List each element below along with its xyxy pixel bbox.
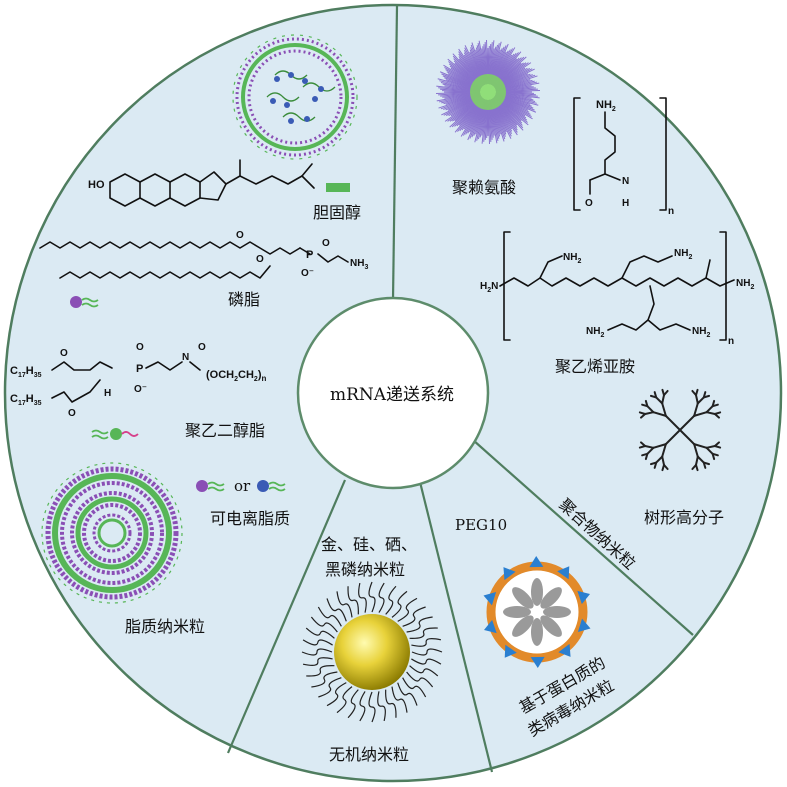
label-peg-lipid: 聚乙二醇脂: [185, 421, 265, 440]
chem-h2n: H2N: [480, 281, 498, 294]
chem-o-5: O: [68, 408, 76, 419]
sector-dividers: [226, 5, 694, 773]
chem-minus-o-1: O⁻: [301, 268, 314, 279]
chem-nh2-pei-5: NH2: [692, 326, 710, 339]
ionizable-lipid-icons: [196, 480, 286, 492]
chem-o-7: O: [198, 342, 206, 353]
chem-c17h35-1: C17H35: [10, 365, 42, 379]
vlp-illustration: [483, 556, 591, 668]
cholesterol-icon: [326, 183, 350, 192]
cholesterol-structure: HO: [88, 159, 315, 207]
chem-peg-repeat: (OCH2CH2)n: [206, 369, 266, 383]
label-peg10: PEG10: [455, 516, 507, 534]
chem-o-3: O: [322, 238, 330, 249]
peg-lipid-structure: C17H35 C17H35 O O H P O O⁻ N O (OCH2CH2)…: [10, 342, 266, 419]
chem-nh2-pei-3: NH2: [736, 278, 754, 291]
chem-nh2-top: NH2: [596, 99, 616, 113]
chem-minus-o-2: O⁻: [134, 384, 147, 395]
label-polylysine: 聚赖氨酸: [452, 178, 516, 197]
label-inorganic-line2: 黑磷纳米粒: [325, 560, 405, 579]
phospholipid-icon: [70, 296, 99, 308]
chem-n-1: n: [668, 206, 674, 217]
center-circle: [296, 296, 490, 490]
chem-o-6: O: [136, 342, 144, 353]
label-phospholipid: 磷脂: [228, 290, 260, 309]
label-inorganic-nanoparticle: 无机纳米粒: [329, 745, 409, 764]
chem-o-1: O: [236, 230, 244, 241]
lnp-illustration: [41, 462, 183, 604]
chem-p-2: P: [136, 363, 143, 375]
chem-o-4: O: [60, 348, 68, 359]
chem-ho: HO: [88, 179, 105, 191]
chem-h: H: [104, 388, 111, 399]
label-pei: 聚乙烯亚胺: [555, 357, 635, 376]
chem-nh2-pei-4: NH2: [586, 326, 604, 339]
chem-nh-2: N: [622, 176, 629, 187]
label-or: or: [234, 477, 251, 495]
chem-h-2: H: [622, 198, 629, 209]
label-cholesterol: 胆固醇: [313, 203, 361, 222]
chem-p-1: P: [306, 249, 313, 261]
chem-n-2: n: [728, 336, 734, 347]
chem-c17h35-2: C17H35: [10, 393, 42, 407]
label-ionizable-lipid: 可电离脂质: [210, 509, 290, 528]
label-lipid-nanoparticle: 脂质纳米粒: [125, 617, 205, 636]
chem-nh-1: N: [182, 352, 189, 363]
chem-o-2: O: [256, 254, 264, 265]
inorganic-nanoparticle-illustration: [301, 581, 443, 723]
phospholipid-structure: O O P O O⁻ NH3: [39, 230, 368, 279]
polylysine-particle: [436, 40, 540, 144]
peg-lipid-icon: [91, 428, 139, 440]
chem-nh2-pei-1: NH2: [563, 252, 581, 265]
label-dendrimer: 树形高分子: [644, 508, 724, 527]
chem-nh2-pei-2: NH2: [674, 248, 692, 261]
chem-nh3: NH3: [350, 258, 368, 271]
center-label: mRNA递送系统: [330, 385, 454, 405]
label-inorganic-line1: 金、硅、硒、: [321, 535, 417, 554]
polylysine-structure: NH2 O N H n: [573, 97, 674, 217]
chem-o-8: O: [585, 198, 593, 209]
pei-structure: H2N NH2 NH2 NH2 NH2 NH2 n: [480, 231, 754, 347]
lnp-top-illustration: [232, 34, 358, 160]
dendrimer-illustration: [638, 388, 722, 472]
